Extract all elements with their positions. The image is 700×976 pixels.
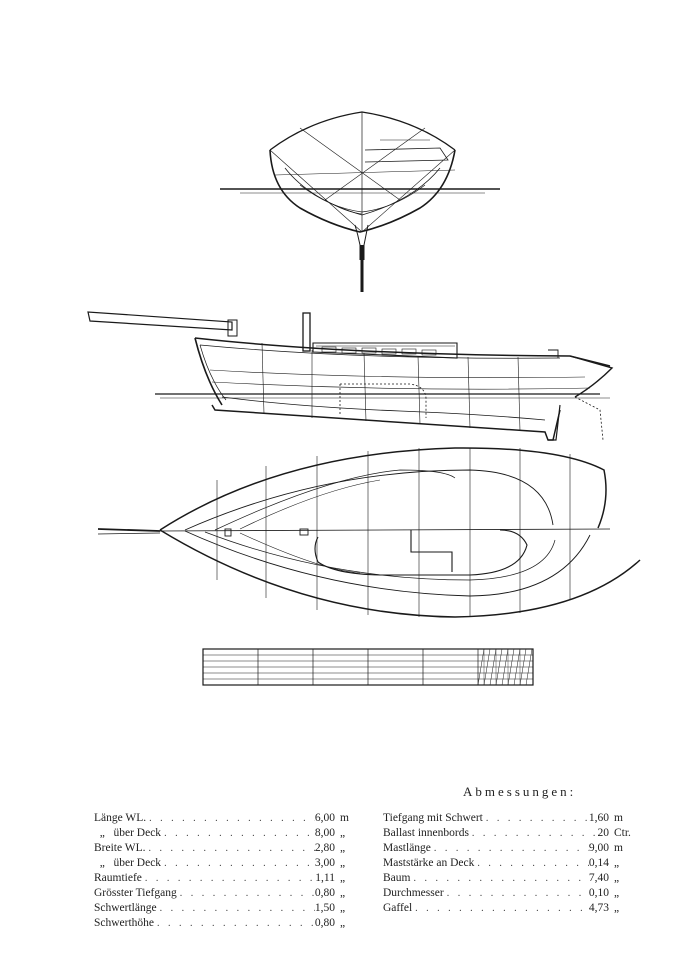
dimension-row: Länge WL.. . . . . . . . . . . . . . . .… xyxy=(94,811,356,826)
dimension-unit: m xyxy=(614,812,623,824)
dimension-row: Mastlänge. . . . . . . . . . . . . . . .… xyxy=(383,841,630,856)
dimension-value: 4,73 xyxy=(588,902,609,914)
dimension-label: „ über Deck xyxy=(94,827,162,839)
dimension-value: 20 xyxy=(597,827,610,839)
dimension-row: „ über Deck. . . . . . . . . . . . . . .… xyxy=(94,826,356,841)
dimension-leader-dots: . . . . . . . . . . . . . . . . . . . . … xyxy=(179,888,315,899)
dimension-row: Ballast innenbords. . . . . . . . . . . … xyxy=(383,826,631,841)
dimension-value: 0,80 xyxy=(314,887,335,899)
dimension-unit: „ xyxy=(340,857,346,869)
dimension-row: Durchmesser. . . . . . . . . . . . . . .… xyxy=(383,886,630,901)
dimension-leader-dots: . . . . . . . . . . . . . . . . . . . . … xyxy=(485,813,589,824)
dimension-leader-dots: . . . . . . . . . . . . . . . . . . . . … xyxy=(159,903,315,914)
body-plan-keel xyxy=(354,224,369,260)
dimension-leader-dots: . . . . . . . . . . . . . . . . . . . . … xyxy=(148,843,315,854)
dimension-row: Gaffel. . . . . . . . . . . . . . . . . … xyxy=(383,901,630,916)
plan-bowsprit xyxy=(97,528,161,532)
dimension-value: 1,50 xyxy=(314,902,335,914)
dimension-leader-dots: . . . . . . . . . . . . . . . . . . . . … xyxy=(477,858,589,869)
dimension-label: Tiefgang mit Schwert xyxy=(383,812,483,824)
dimension-unit: „ xyxy=(340,872,346,884)
dimension-row: Schwerthöhe. . . . . . . . . . . . . . .… xyxy=(94,916,356,931)
dimension-value: 2,80 xyxy=(314,842,335,854)
dimension-label: Raumtiefe xyxy=(94,872,142,884)
bow-stem xyxy=(194,337,223,406)
dimension-row: Grösster Tiefgang. . . . . . . . . . . .… xyxy=(94,886,356,901)
dimension-unit: „ xyxy=(340,827,346,839)
dimension-value: 1,11 xyxy=(315,872,335,884)
dimension-label: Gaffel xyxy=(383,902,413,914)
dimension-leader-dots: . . . . . . . . . . . . . . . . . . . . … xyxy=(433,843,589,854)
plan-sheer-outline xyxy=(159,447,607,531)
centerboard-case xyxy=(339,383,427,418)
dimension-value: 3,00 xyxy=(314,857,335,869)
mast-stump xyxy=(302,312,311,352)
dimension-label: Maststärke an Deck xyxy=(383,857,475,869)
dimension-value: 0,14 xyxy=(588,857,609,869)
dimension-unit: „ xyxy=(340,887,346,899)
bowsprit xyxy=(87,311,233,331)
dimension-value: 9,00 xyxy=(588,842,609,854)
keel-line xyxy=(211,404,561,441)
dimension-row: Schwertlänge. . . . . . . . . . . . . . … xyxy=(94,901,356,916)
dimension-leader-dots: . . . . . . . . . . . . . . . . . . . . … xyxy=(413,873,588,884)
dimension-leader-dots: . . . . . . . . . . . . . . . . . . . . … xyxy=(164,828,315,839)
dimension-label: Länge WL. xyxy=(94,812,147,824)
dimension-leader-dots: . . . . . . . . . . . . . . . . . . . . … xyxy=(144,873,316,884)
dimension-unit: „ xyxy=(340,902,346,914)
body-plan-outer-section xyxy=(269,149,456,233)
dimension-value: 7,40 xyxy=(588,872,609,884)
half-breadth-plan xyxy=(97,447,641,618)
cabin-deckhouse xyxy=(312,342,458,359)
dimension-label: Durchmesser xyxy=(383,887,444,899)
dimension-label: Mastlänge xyxy=(383,842,431,854)
stern-counter xyxy=(569,355,614,398)
dimension-unit: „ xyxy=(614,872,620,884)
dimension-unit: Ctr. xyxy=(614,827,631,839)
scale-bar xyxy=(202,648,534,686)
dimension-leader-dots: . . . . . . . . . . . . . . . . . . . . … xyxy=(164,858,315,869)
dimension-leader-dots: . . . . . . . . . . . . . . . . . . . . … xyxy=(149,813,315,824)
sheer-plan xyxy=(87,311,614,441)
dimension-label: Schwerthöhe xyxy=(94,917,155,929)
dimension-unit: m xyxy=(340,812,349,824)
dimension-leader-dots: . . . . . . . . . . . . . . . . . . . . … xyxy=(471,828,598,839)
dimension-value: 8,00 xyxy=(314,827,335,839)
dimension-row: Baum. . . . . . . . . . . . . . . . . . … xyxy=(383,871,630,886)
dimensions-heading: Abmessungen: xyxy=(463,784,577,799)
dimension-label: Baum xyxy=(383,872,411,884)
dimensions-right-column: Tiefgang mit Schwert. . . . . . . . . . … xyxy=(383,811,631,916)
dimension-row: Maststärke an Deck. . . . . . . . . . . … xyxy=(383,856,630,871)
dimensions-left-column: Länge WL.. . . . . . . . . . . . . . . .… xyxy=(94,811,356,931)
dimension-label: Grösster Tiefgang xyxy=(94,887,177,899)
dimension-leader-dots: . . . . . . . . . . . . . . . . . . . . … xyxy=(415,903,589,914)
dimension-unit: „ xyxy=(340,842,346,854)
body-plan xyxy=(220,111,500,292)
plan-deckhouse xyxy=(314,529,528,576)
dimension-label: Ballast innenbords xyxy=(383,827,469,839)
dimension-label: Schwertlänge xyxy=(94,902,157,914)
dimension-unit: m xyxy=(614,842,623,854)
dimension-row: Raumtiefe. . . . . . . . . . . . . . . .… xyxy=(94,871,356,886)
dimension-unit: „ xyxy=(614,887,620,899)
dimension-unit: „ xyxy=(340,917,346,929)
dimension-value: 0,10 xyxy=(588,887,609,899)
dimension-row: „ über Deck. . . . . . . . . . . . . . .… xyxy=(94,856,356,871)
dimension-value: 1,60 xyxy=(588,812,609,824)
dimension-unit: „ xyxy=(614,902,620,914)
dimension-value: 6,00 xyxy=(314,812,335,824)
dimension-label: „ über Deck xyxy=(94,857,162,869)
dimension-label: Breite WL. xyxy=(94,842,146,854)
dimension-leader-dots: . . . . . . . . . . . . . . . . . . . . … xyxy=(157,918,315,929)
dimension-unit: „ xyxy=(614,857,620,869)
dimension-row: Tiefgang mit Schwert. . . . . . . . . . … xyxy=(383,811,630,826)
dimension-row: Breite WL.. . . . . . . . . . . . . . . … xyxy=(94,841,356,856)
dimension-leader-dots: . . . . . . . . . . . . . . . . . . . . … xyxy=(446,888,589,899)
dimension-value: 0,80 xyxy=(314,917,335,929)
